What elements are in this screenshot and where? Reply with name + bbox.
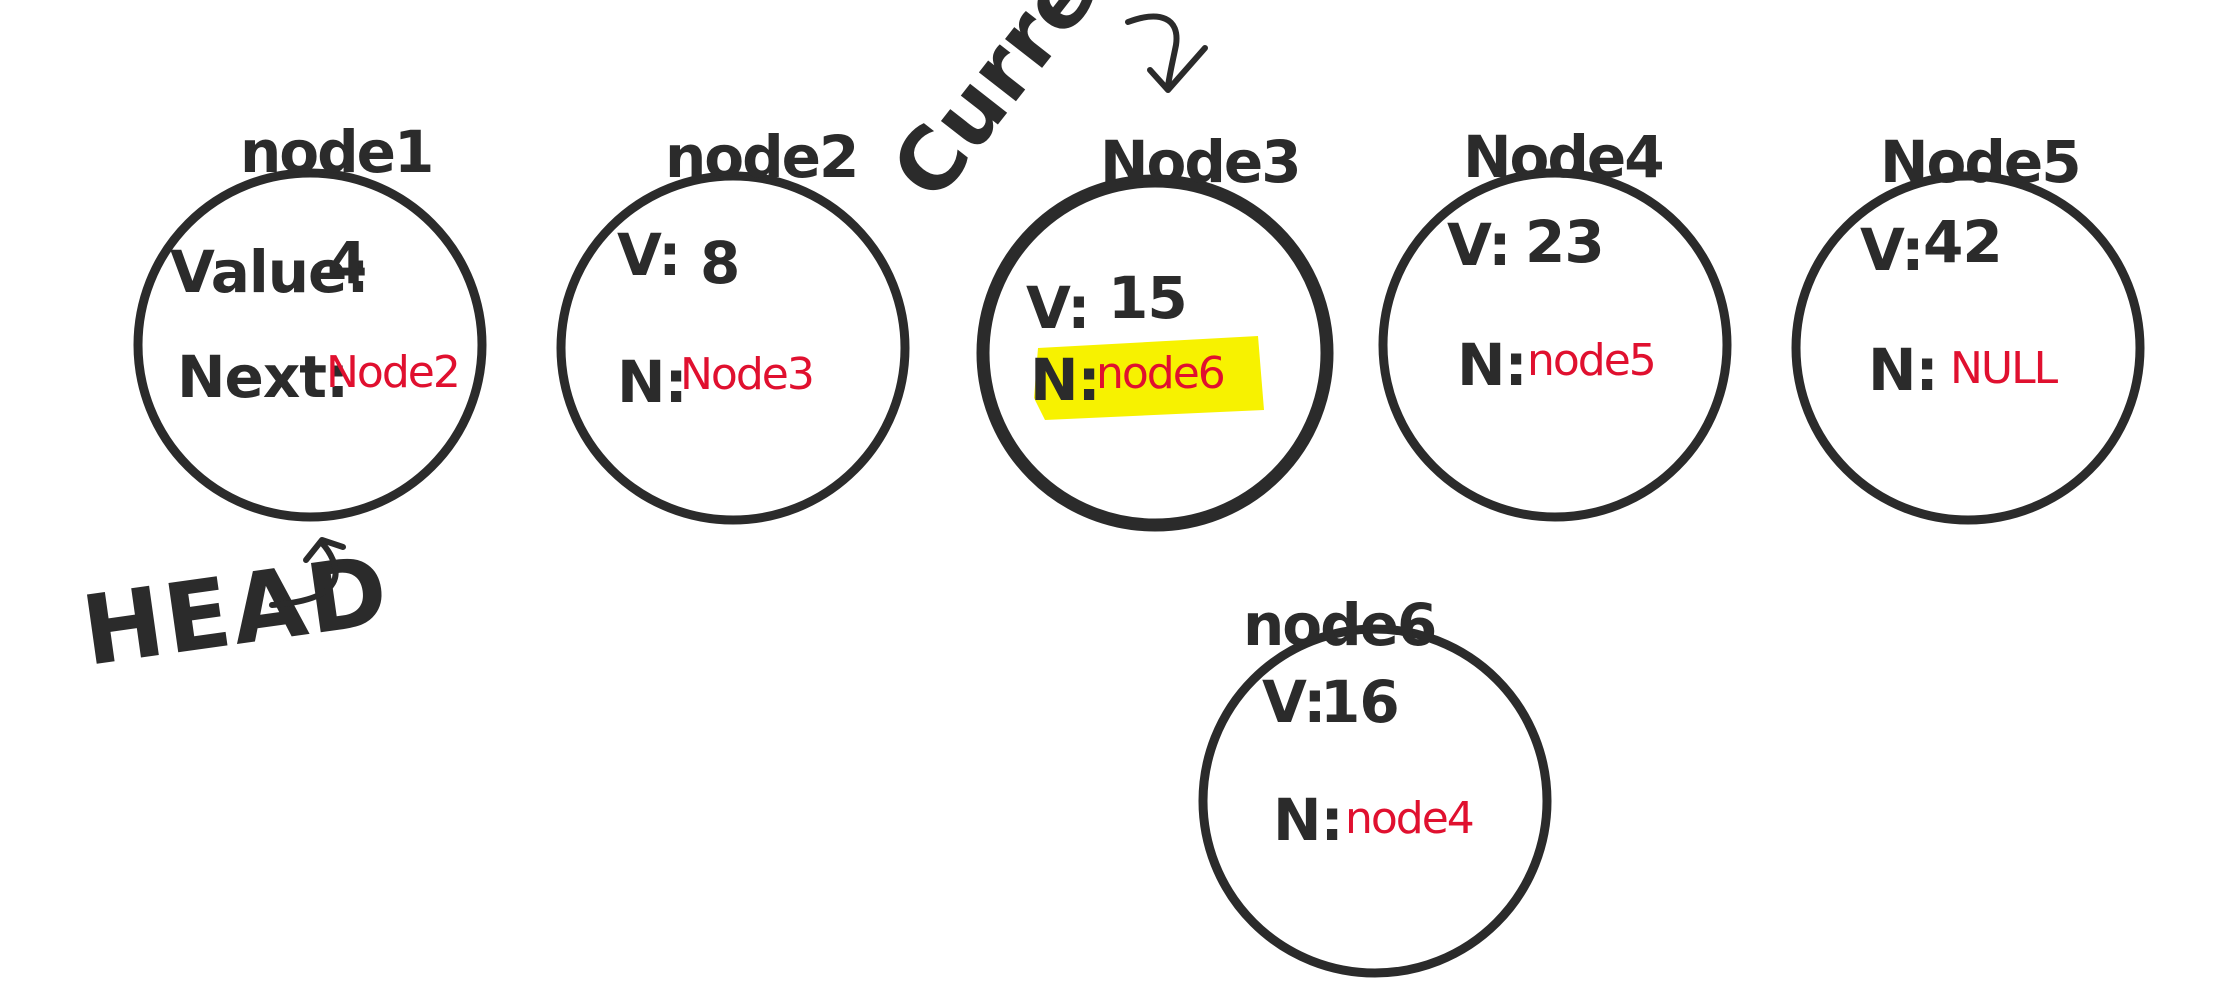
node-2-title: node2 — [665, 123, 857, 191]
node-4-value-label: V: — [1447, 211, 1510, 279]
node-4-circle — [1378, 168, 1732, 522]
node-3-title: Node3 — [1100, 128, 1300, 196]
head-label: HEAD — [76, 534, 396, 688]
node-2-value-label: V: — [617, 221, 680, 289]
node-3-circle — [976, 174, 1334, 532]
node-3-value-label: V: — [1026, 274, 1089, 342]
node-5-value: 42 — [1923, 208, 2002, 276]
node-1-title: node1 — [240, 118, 432, 186]
node-4-next-pointer: node5 — [1527, 335, 1655, 386]
node-2: node2 V: 8 N: Node3 — [556, 123, 910, 525]
node-3-next-highlight — [1034, 336, 1264, 420]
node-4: Node4 V: 23 N: node5 — [1378, 123, 1732, 522]
node-5: Node5 V: 42 N: NULL — [1791, 128, 2145, 525]
node-6: node6 V: 16 N: node4 — [1198, 591, 1552, 978]
node-1-value-label: Value: — [170, 238, 369, 306]
node-1-next-label: Next: — [177, 343, 348, 411]
node-5-next-label: N: — [1868, 336, 1938, 404]
node-1-circle — [133, 168, 487, 522]
node-2-value: 8 — [700, 229, 739, 297]
node-3-value: 15 — [1108, 264, 1187, 332]
node-4-next-label: N: — [1457, 331, 1527, 399]
node-3: Node3 V: 15 N: node6 — [976, 128, 1334, 532]
node-4-value: 23 — [1525, 208, 1604, 276]
node-6-value-label: V: — [1262, 668, 1325, 736]
node-3-next-pointer: node6 — [1096, 348, 1224, 399]
current-arrow-tip — [1147, 45, 1208, 93]
node-5-value-label: V: — [1860, 216, 1923, 284]
node-1: node1 Value: 4 Next: Node2 — [133, 118, 487, 522]
node-5-title: Node5 — [1880, 128, 2080, 196]
node-1-value: 4 — [327, 229, 366, 297]
node-2-next-pointer: Node3 — [680, 349, 813, 400]
node-2-circle — [556, 171, 910, 525]
current-arrow — [1125, 13, 1180, 89]
node-5-circle — [1791, 171, 2145, 525]
node-6-circle — [1198, 624, 1552, 978]
node-6-next-label: N: — [1273, 786, 1343, 854]
node-4-title: Node4 — [1463, 123, 1663, 191]
node-2-next-label: N: — [617, 348, 687, 416]
head-marker: HEAD — [76, 534, 396, 688]
node-6-value: 16 — [1320, 668, 1399, 736]
node-3-next-label: N: — [1030, 346, 1100, 414]
node-1-next-pointer: Node2 — [326, 347, 459, 398]
node-6-title: node6 — [1243, 591, 1435, 659]
node-6-next-pointer: node4 — [1345, 793, 1473, 844]
head-arrow-tip — [303, 537, 346, 563]
node-5-next-pointer: NULL — [1950, 343, 2059, 394]
head-arrow — [269, 540, 339, 608]
